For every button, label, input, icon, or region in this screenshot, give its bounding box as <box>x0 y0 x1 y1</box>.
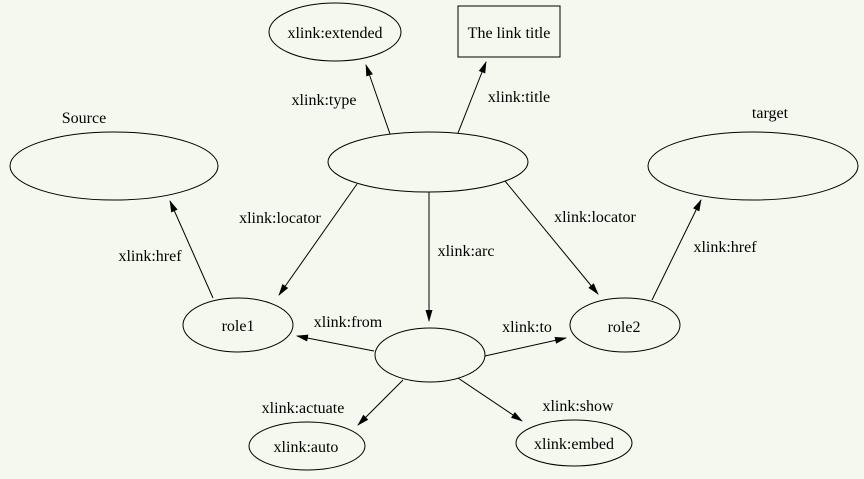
edge-label-locator-left: xlink:locator <box>239 210 321 227</box>
edge-label-actuate: xlink:actuate <box>262 400 345 417</box>
edge-actuate-arrow <box>357 379 404 426</box>
edge-label-href-right: xlink:href <box>693 239 757 256</box>
edge-label-title: xlink:title <box>488 89 550 106</box>
edge-label-locator-right: xlink:locator <box>554 209 636 226</box>
edge-href-right-arrow <box>651 199 702 301</box>
extended-node-label: xlink:extended <box>287 25 382 42</box>
arc-node-ellipse <box>374 327 486 383</box>
edge-title-arrow <box>457 61 487 134</box>
edge-label-arc: xlink:arc <box>438 243 495 260</box>
edge-locator-right-arrow <box>504 180 599 295</box>
auto-node-label: xlink:auto <box>274 439 339 456</box>
edge-href-left-arrow <box>169 200 214 299</box>
role2-node-ellipse <box>569 297 681 353</box>
auto-node-ellipse <box>248 421 366 471</box>
target-caption: target <box>752 105 789 122</box>
edge-label-show: xlink:show <box>542 398 614 415</box>
role2-node-label: role2 <box>608 319 641 336</box>
embed-node-label: xlink:embed <box>534 436 614 453</box>
source-node-ellipse <box>9 131 219 201</box>
link-title-node-label: The link title <box>468 25 551 42</box>
embed-node-ellipse <box>515 419 633 467</box>
link-element-node-ellipse <box>327 131 529 193</box>
edge-show-arrow <box>457 377 523 422</box>
target-node-ellipse <box>647 131 859 201</box>
edge-type-arrow <box>365 64 391 135</box>
edge-locator-left-arrow <box>278 183 358 296</box>
edge-label-href-left: xlink:href <box>118 248 182 265</box>
edge-label-from: xlink:from <box>314 314 383 331</box>
extended-node-ellipse <box>268 2 402 62</box>
edge-label-type: xlink:type <box>292 92 357 109</box>
source-caption: Source <box>62 110 106 127</box>
role1-node-label: role1 <box>222 318 255 335</box>
link-title-node-rect <box>457 5 561 58</box>
role1-node-ellipse <box>182 297 294 353</box>
edge-label-to: xlink:to <box>502 319 552 336</box>
edge-from-arrow <box>296 334 375 352</box>
edge-to-arrow <box>484 336 567 357</box>
